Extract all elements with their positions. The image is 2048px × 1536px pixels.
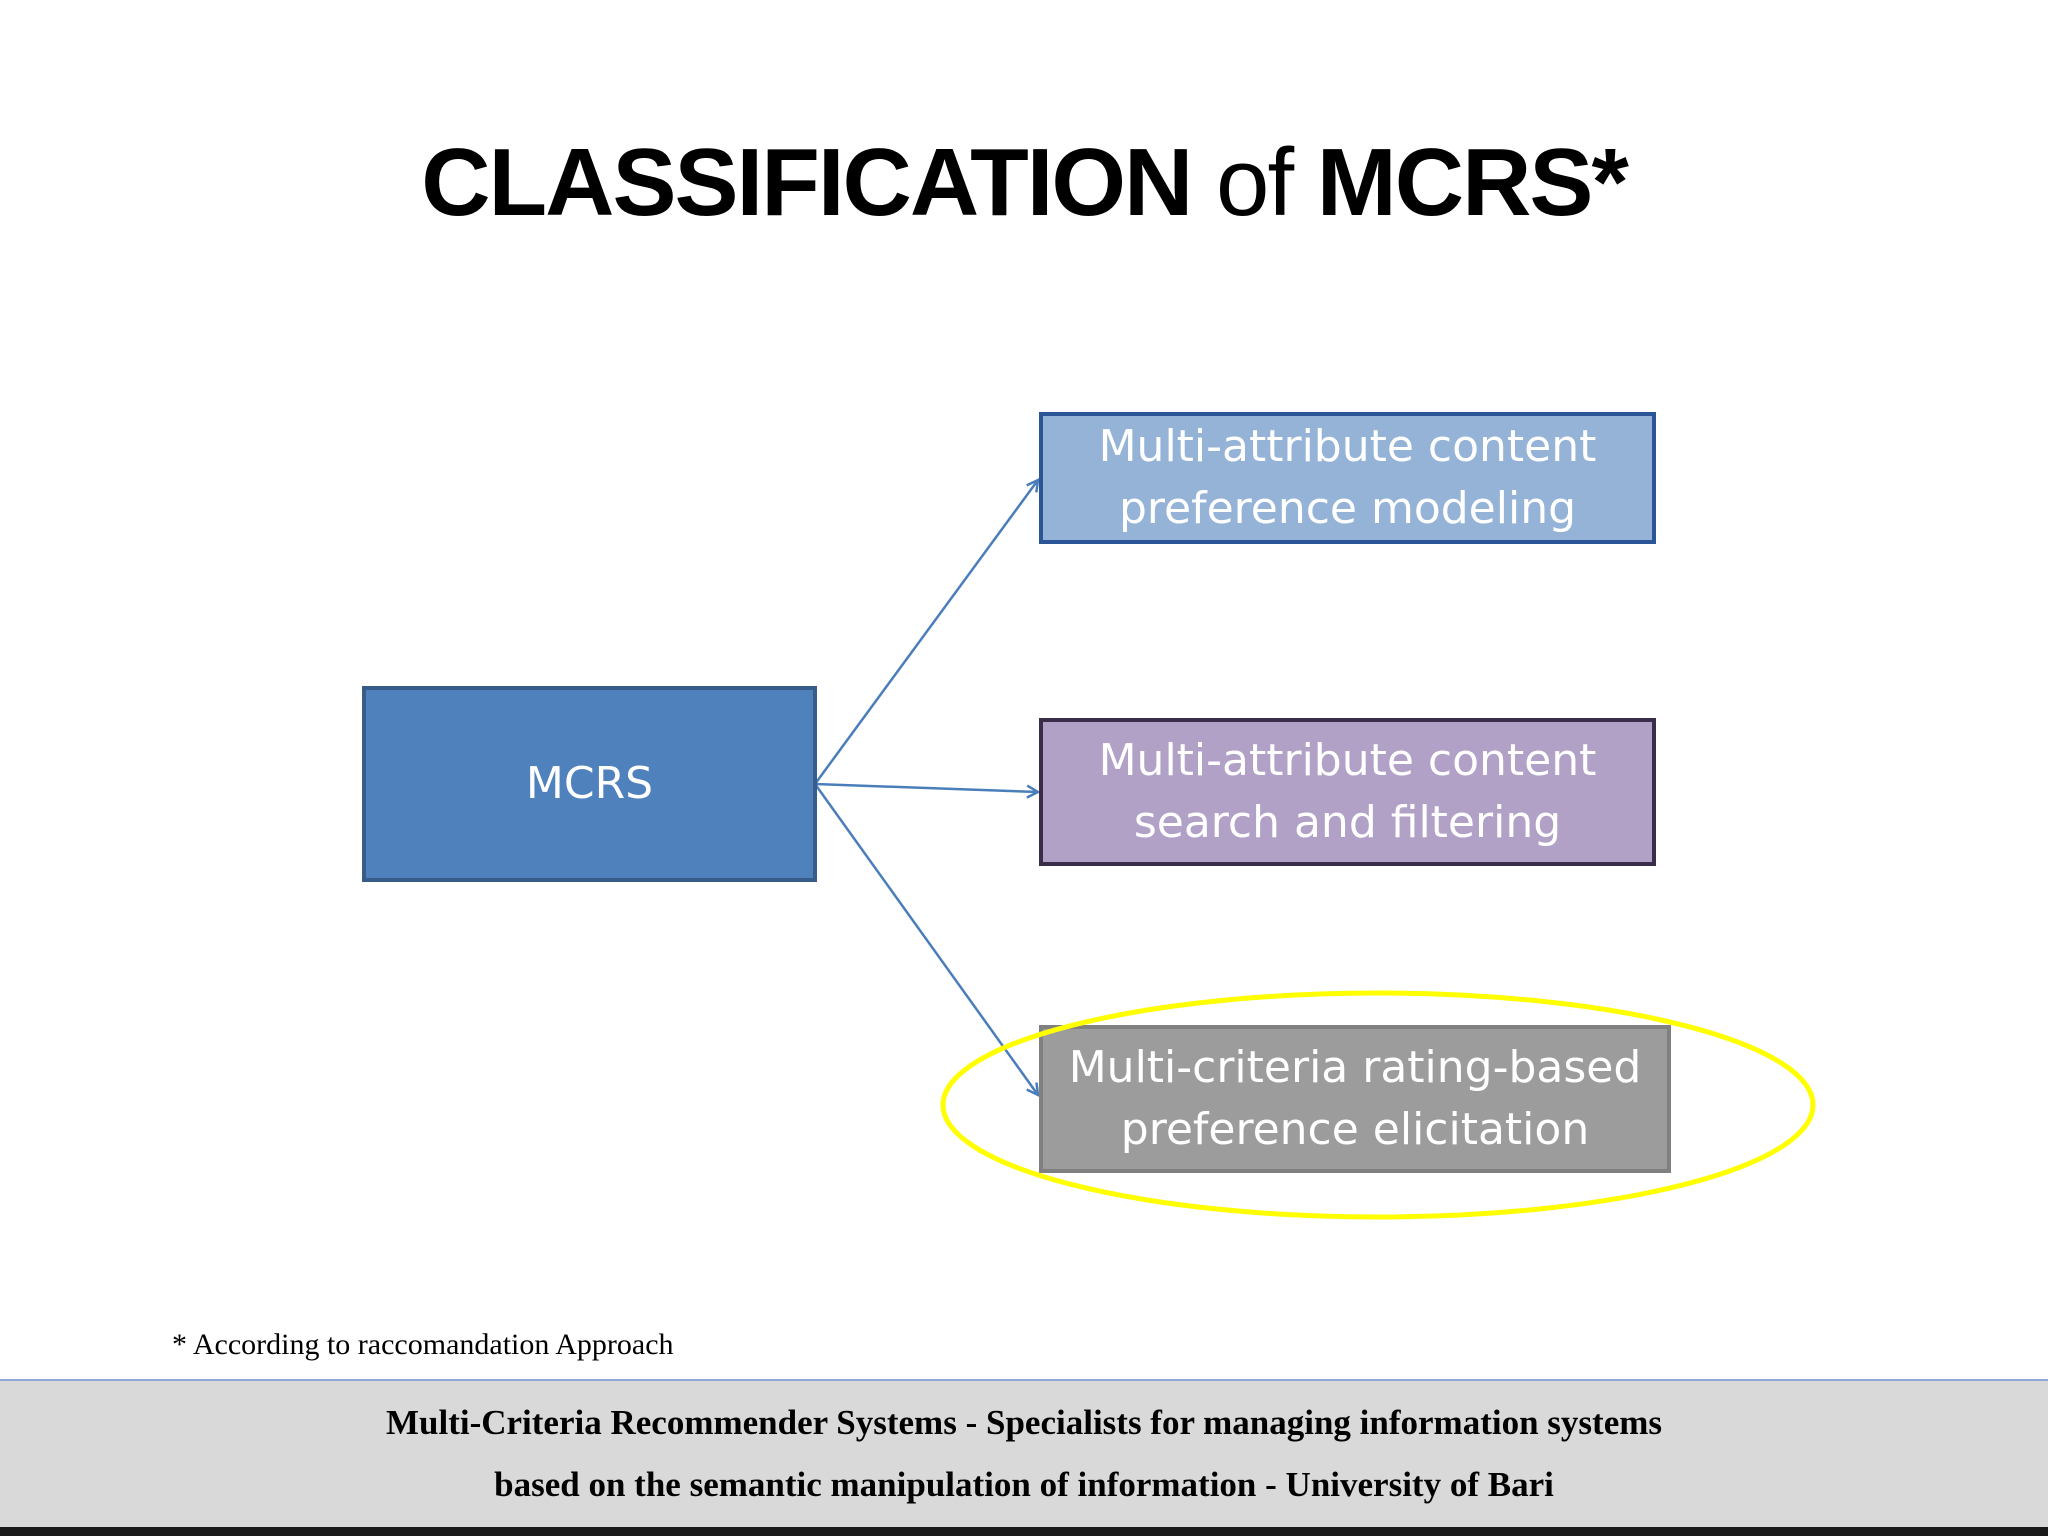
footer-bar: Multi-Criteria Recommender Systems - Spe… [0, 1379, 2048, 1527]
footnote: * According to raccomandation Approach [172, 1328, 674, 1361]
branch-b-line2: search and filtering [1133, 797, 1562, 848]
mcrs-root-box: MCRS [362, 686, 817, 882]
title-of: of [1216, 129, 1294, 236]
branch-a-line1: Multi-attribute content [1098, 421, 1597, 472]
branch-a-line2: preference modeling [1118, 483, 1577, 534]
branch-b-line1: Multi-attribute content [1098, 735, 1597, 786]
connector-to-branch-c [813, 783, 1038, 1095]
title-main: CLASSIFICATION [421, 129, 1193, 236]
mcrs-root-label: MCRS [525, 758, 654, 809]
branch-c-line2: preference elicitation [1120, 1104, 1590, 1155]
title-end: MCRS* [1316, 129, 1629, 236]
footer-line-1: Multi-Criteria Recommender Systems - Spe… [385, 1403, 1663, 1442]
connector-to-branch-b [814, 782, 1038, 792]
branch-c-line1: Multi-criteria rating-based [1068, 1042, 1642, 1093]
bottom-border [0, 1527, 2048, 1536]
connector-to-branch-a [813, 480, 1038, 785]
branch-content-preference-modeling: Multi-attribute content preference model… [1039, 412, 1656, 544]
footer-line-2: based on the semantic manipulation of in… [494, 1465, 1554, 1504]
branch-content-search-filtering: Multi-attribute content search and filte… [1039, 718, 1656, 866]
branch-rating-based-elicitation: Multi-criteria rating-based preference e… [1039, 1025, 1671, 1173]
slide-title: CLASSIFICATION of MCRS* [0, 128, 2048, 238]
